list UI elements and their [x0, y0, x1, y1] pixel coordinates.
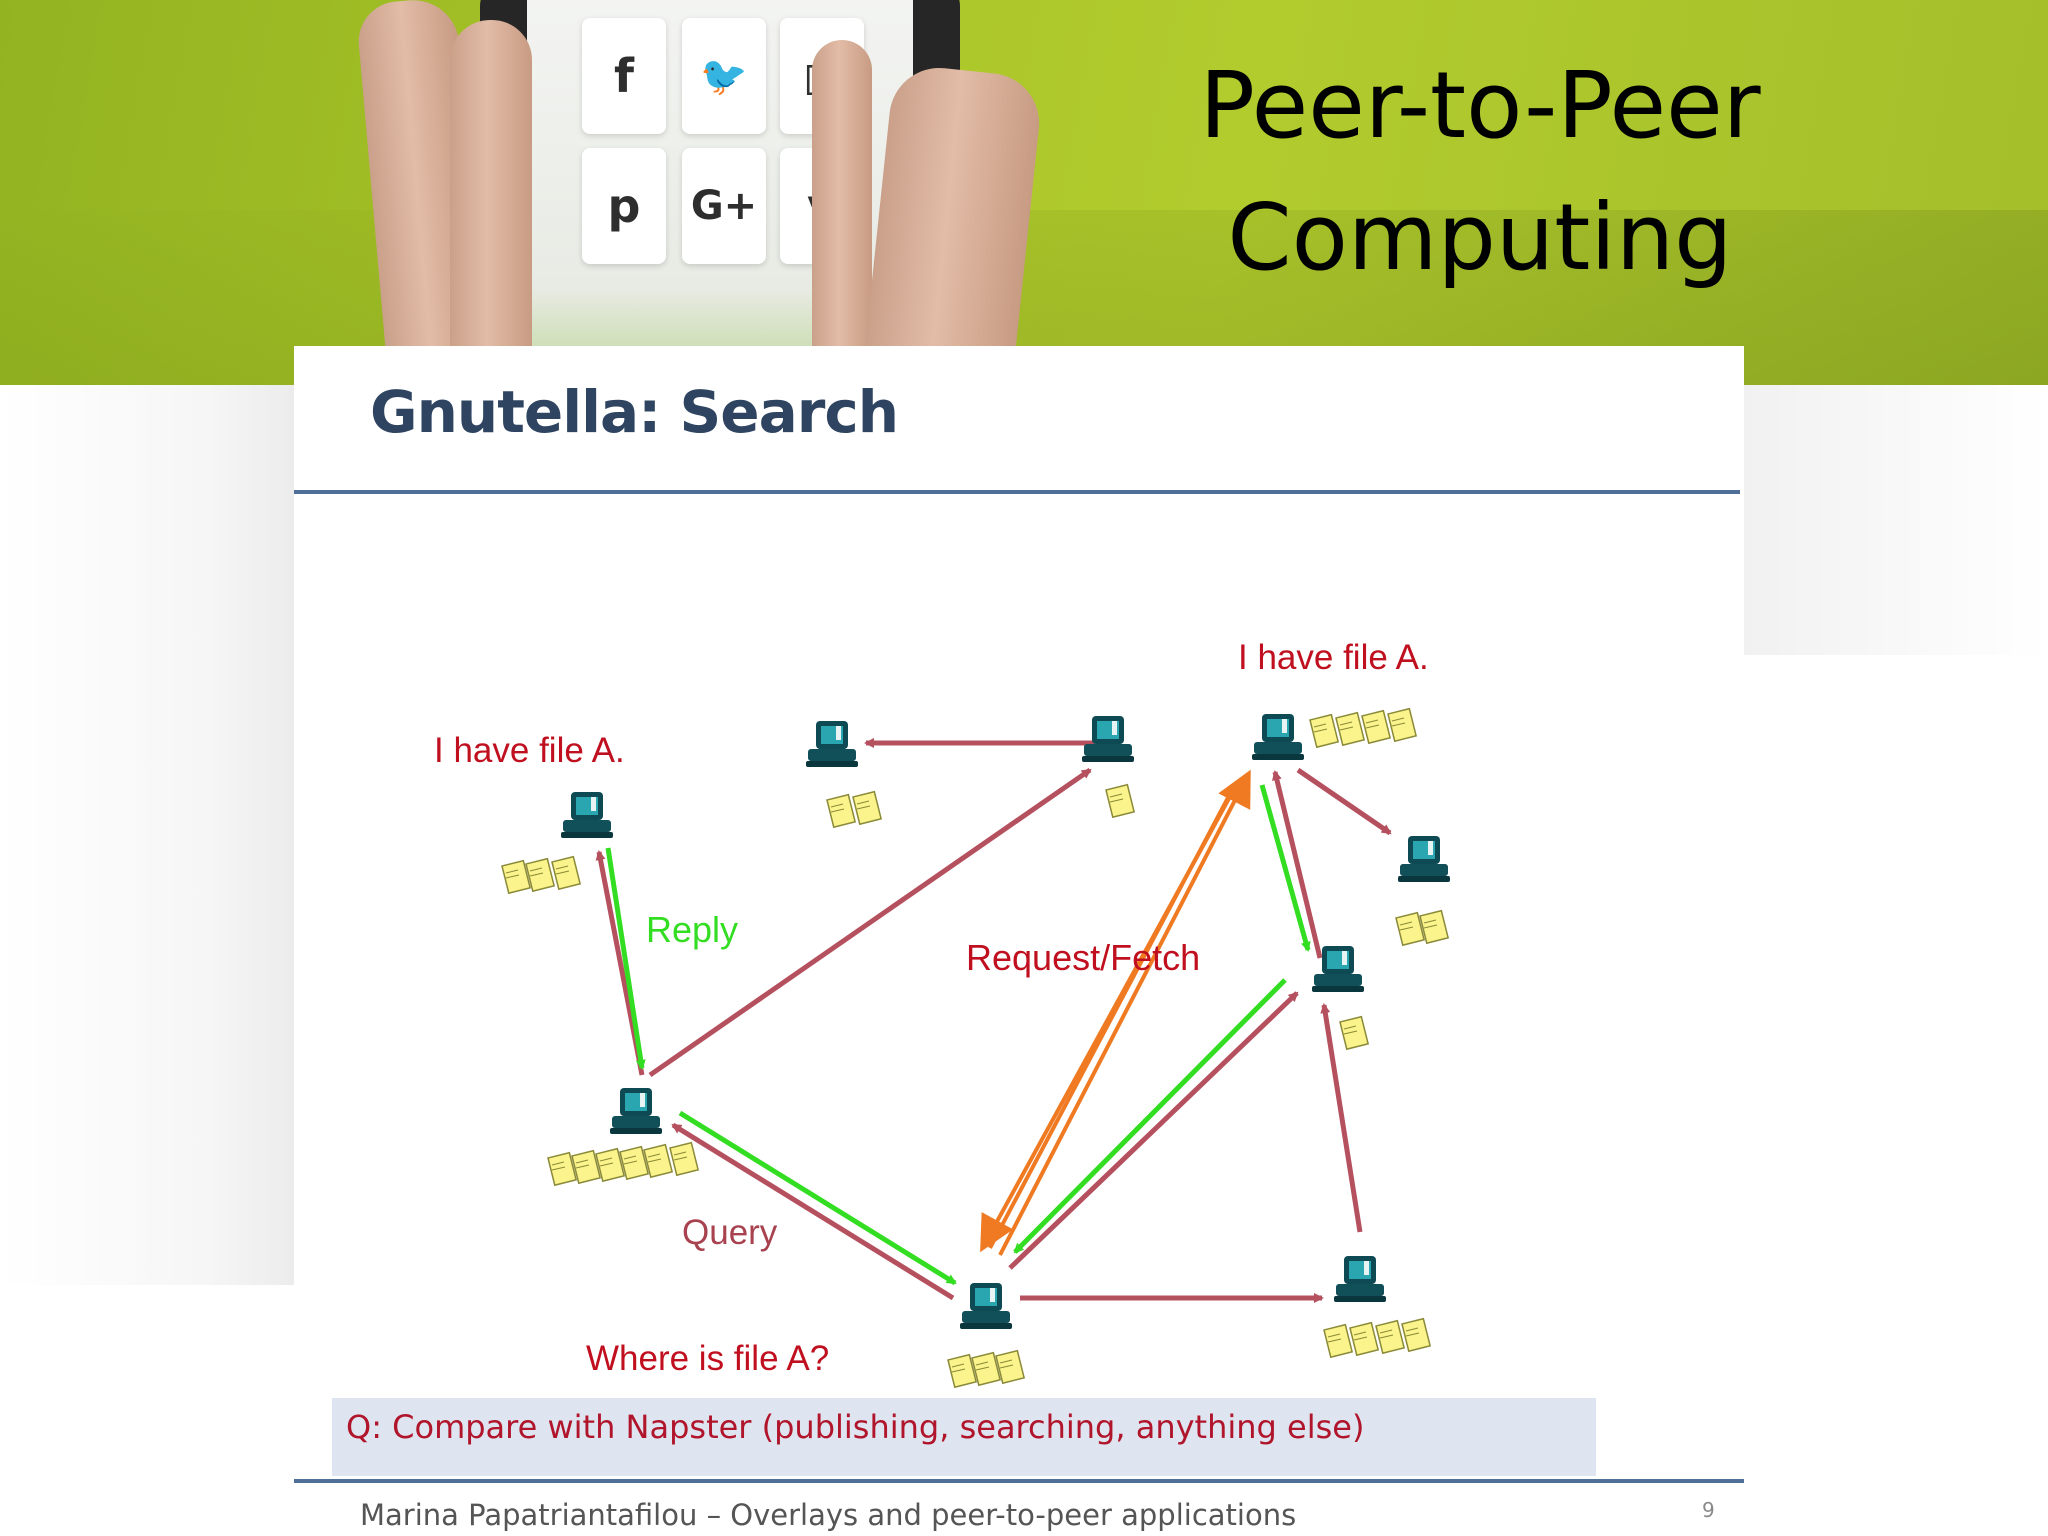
google-plus-icon: G+: [682, 148, 766, 264]
pinterest-icon: p: [582, 148, 666, 264]
file-stack-icon: [1309, 707, 1417, 748]
left-background-fade: [0, 385, 294, 1285]
file-stack-icon: [947, 1349, 1025, 1388]
peer-computer-icon: [1334, 1256, 1386, 1302]
right-hand-finger: [812, 40, 872, 385]
title-divider: [294, 490, 1740, 494]
fetch-edge: [980, 781, 1240, 1253]
question-text: Q: Compare with Napster (publishing, sea…: [346, 1408, 1365, 1446]
query-edge: [671, 1122, 955, 1301]
peer-computer-icon: [610, 1088, 662, 1134]
label-reply: Reply: [646, 909, 738, 950]
query-edge: [1008, 991, 1299, 1270]
page-title: Peer-to-Peer Computing: [1199, 52, 1761, 291]
reply-edge: [678, 1110, 957, 1286]
peer-computer-icon: [1082, 716, 1134, 762]
fetch-edge: [998, 769, 1251, 1256]
peer-computer-icon: [1398, 836, 1450, 882]
label-query: Query: [682, 1213, 778, 1252]
label-have-file-right: I have file A.: [1238, 638, 1429, 677]
query-edge: [1272, 770, 1323, 959]
reply-edge: [605, 847, 646, 1070]
peer-computer-icon: [1252, 714, 1304, 760]
footer-divider: [294, 1479, 1744, 1483]
twitter-icon: 🐦: [682, 18, 766, 134]
file-stack-icon: [1339, 1015, 1369, 1050]
slide-title: Gnutella: Search: [370, 378, 899, 446]
slide-panel: [294, 346, 1744, 1536]
query-edge: [1296, 767, 1392, 836]
file-stack-icon: [826, 790, 882, 828]
page-number: 9: [1702, 1498, 1715, 1522]
peer-computer-icon: [561, 792, 613, 838]
reply-edge: [1259, 784, 1311, 952]
file-stack-icon: [1105, 783, 1135, 818]
peer-computer-icon: [806, 721, 858, 767]
peer-computer-icon: [960, 1283, 1012, 1329]
facebook-icon: f: [582, 18, 666, 134]
question-box: [332, 1398, 1596, 1476]
file-stack-icon: [1323, 1317, 1431, 1358]
footer-text: Marina Papatriantafilou – Overlays and p…: [360, 1498, 1297, 1532]
right-background-fade: [1744, 385, 2048, 655]
reply-edge: [1013, 978, 1287, 1254]
label-request-fetch: Request/Fetch: [966, 937, 1200, 978]
file-stack-icon: [547, 1141, 699, 1186]
file-stack-icon: [1395, 909, 1449, 946]
file-stack-icon: [501, 855, 581, 894]
left-hand-fingers: [450, 20, 532, 385]
header-banner: [0, 0, 2048, 385]
label-have-file-left: I have file A.: [434, 731, 625, 770]
query-edge: [648, 767, 1092, 1078]
label-where-is-file: Where is file A?: [586, 1339, 829, 1378]
query-edge: [1320, 1003, 1363, 1233]
